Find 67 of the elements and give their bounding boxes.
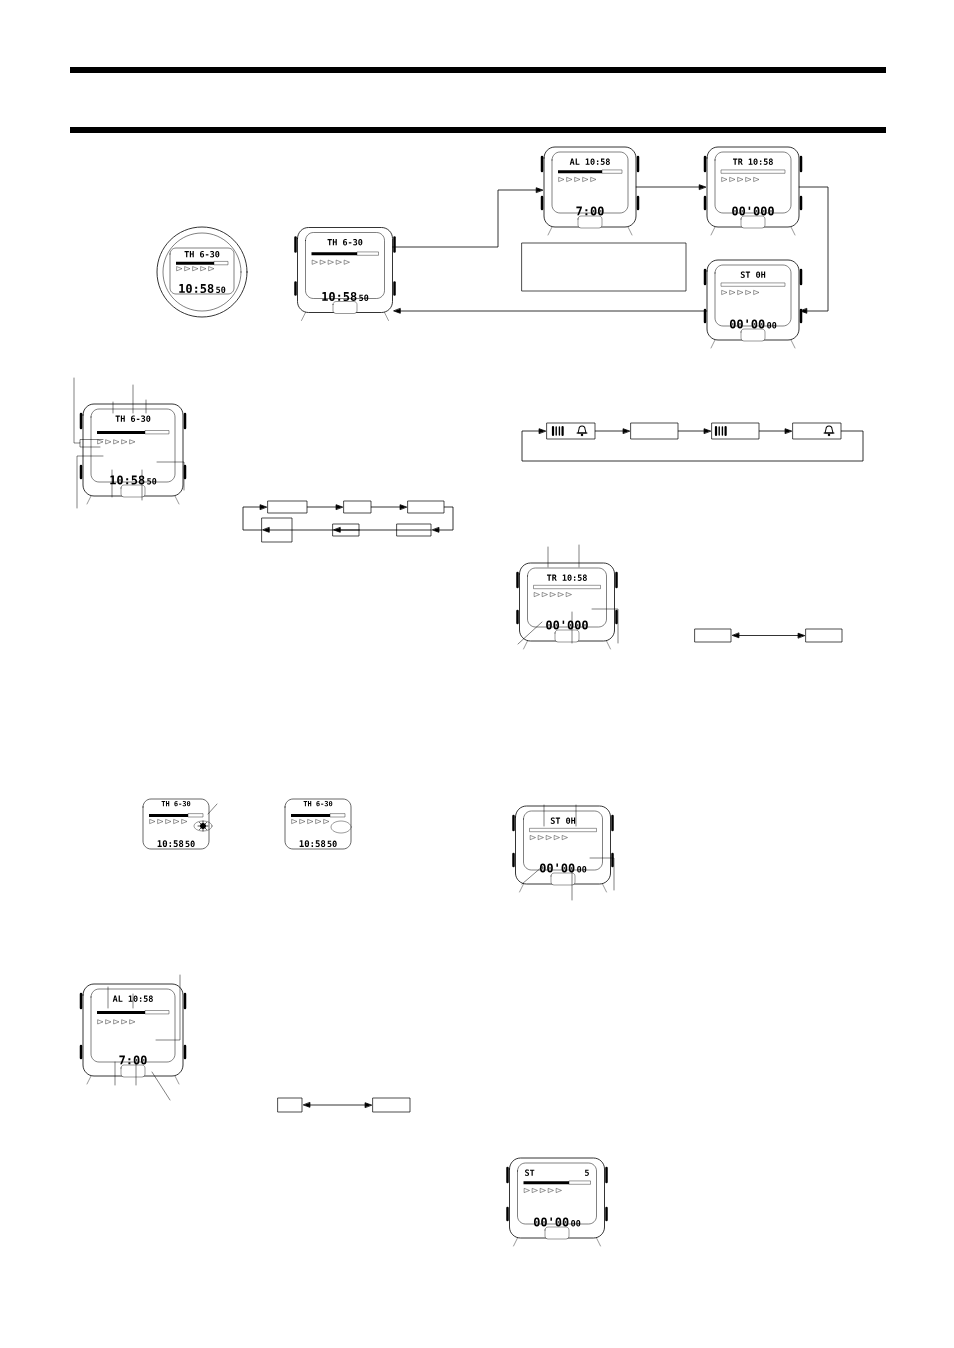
leader-line: [521, 865, 544, 885]
flow-box: [805, 628, 843, 643]
flow-box: [343, 500, 372, 514]
arrow: [758, 428, 792, 434]
leader-line: [73, 377, 104, 444]
flow-box: [521, 242, 687, 292]
arrow: [393, 308, 708, 314]
arrow: [677, 428, 711, 434]
watch-drawing: ST 0H 00'00 00: [512, 805, 614, 893]
leader-line: [145, 399, 147, 414]
watch-drawing: ST 5 00'00 00: [506, 1157, 608, 1247]
watch-drawing: TH 6-30 10:58 50: [156, 226, 248, 318]
leader-line: [207, 803, 218, 815]
flow-box: [407, 500, 445, 514]
leader-line: [543, 804, 545, 827]
leader-line: [132, 384, 134, 414]
leader-line: [112, 401, 114, 414]
leader-line: [575, 804, 577, 827]
watch-drawing: AL 10:58 7:00: [79, 983, 187, 1085]
leader-line: [151, 1071, 171, 1101]
leader-line: [107, 986, 109, 1009]
leader-line: [156, 461, 185, 491]
flow-box: [546, 422, 596, 440]
leader-line: [517, 621, 543, 645]
arrow: [392, 187, 543, 248]
flow-box: [711, 422, 760, 440]
arrow: [798, 186, 829, 314]
leader-line: [155, 974, 181, 1041]
arrow: [242, 504, 267, 531]
watch-drawing: TH 6-30 10:58 50: [79, 403, 187, 505]
flow-box: [372, 1097, 411, 1113]
leader-line: [591, 608, 619, 644]
flow-box: [277, 1097, 303, 1113]
leader-line: [135, 1061, 137, 1086]
flow-box: [792, 422, 842, 440]
arrow: [306, 504, 343, 510]
flow-box: [267, 500, 308, 514]
leader-line: [141, 469, 143, 501]
leader-line: [132, 993, 134, 1009]
flow-box: [261, 517, 293, 543]
leader-line: [114, 1061, 116, 1086]
watch-drawing: TR 10:58 00'000: [516, 562, 618, 650]
leader-line: [571, 611, 573, 644]
leader-line: [79, 442, 101, 448]
leader-line: [571, 868, 573, 901]
flow-box: [694, 628, 732, 643]
arrow: [333, 527, 432, 533]
leader-line: [76, 455, 104, 509]
flow-box: [630, 422, 679, 440]
arrow: [370, 504, 407, 510]
watch-drawing: AL 10:58 7:00: [540, 146, 640, 236]
arrow: [594, 428, 630, 434]
arrow: [303, 1102, 372, 1108]
arrow: [262, 527, 360, 533]
leader-line: [547, 546, 549, 568]
watch-drawing: ST 0H 00'00 00: [703, 259, 803, 349]
flow-box: [332, 523, 360, 537]
arrow: [635, 184, 706, 190]
arrow: [521, 428, 864, 462]
flow-box: [396, 523, 432, 537]
arrow: [432, 506, 454, 533]
watch-drawing: TH 6-30 10:58 50: [294, 227, 396, 321]
leader-line: [589, 857, 615, 891]
leader-line: [578, 544, 580, 568]
watch-drawing: TR 10:58 00'000: [703, 146, 803, 236]
leader-line: [111, 469, 113, 498]
arrow: [732, 632, 805, 639]
